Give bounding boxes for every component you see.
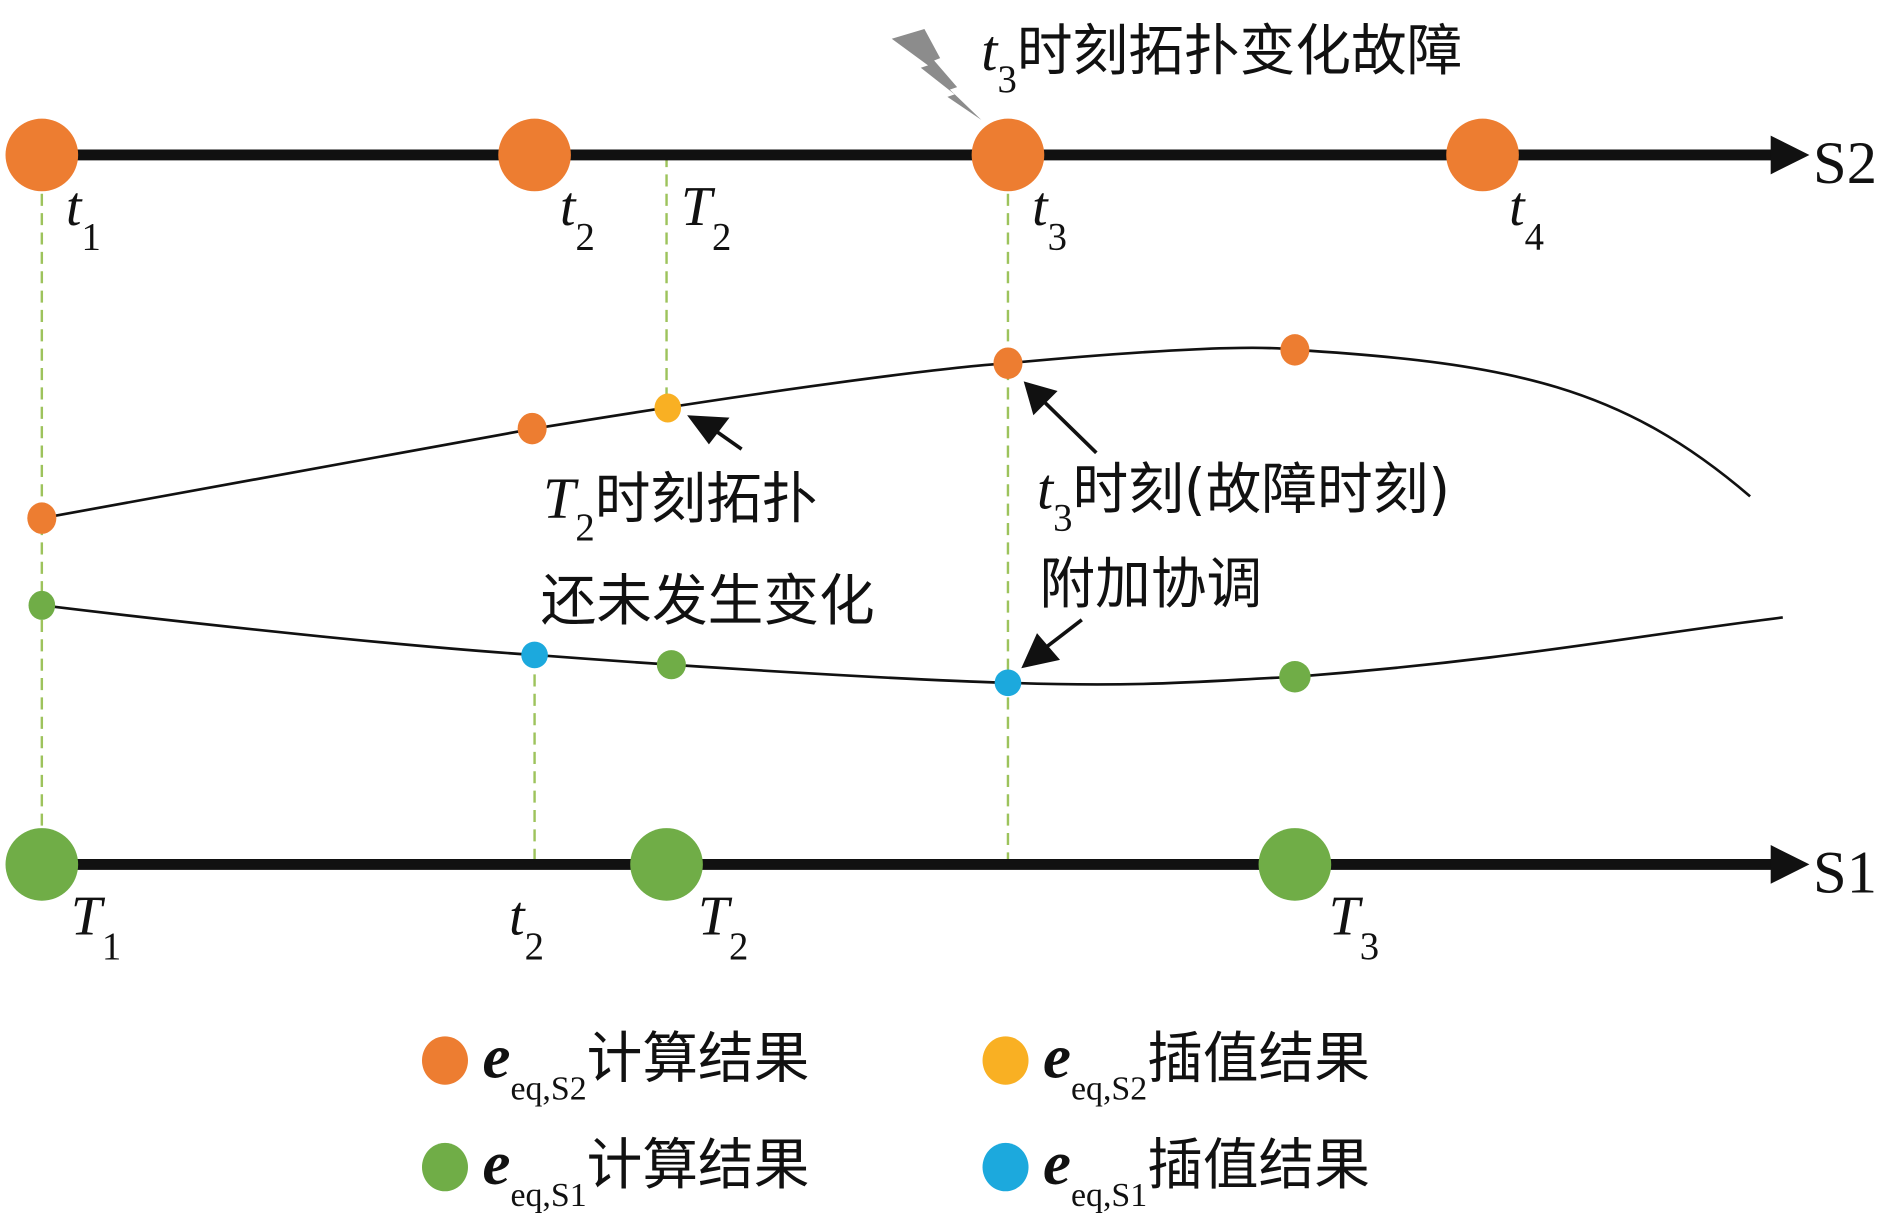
svg-text:eeq,S1插值结果: eeq,S1插值结果: [1043, 1128, 1370, 1214]
axis-s1-arrow: [1770, 845, 1810, 884]
legend-swatch: [421, 1142, 468, 1192]
axis-s2: S2: [41, 130, 1877, 197]
legend-item: eeq,S1插值结果: [982, 1128, 1370, 1214]
node-s1-T1: [5, 828, 79, 901]
svg-text:eeq,S2插值结果: eeq,S2插值结果: [1043, 1022, 1370, 1108]
node-s2-t4: [1446, 118, 1519, 192]
s1-tick-labels: T1 t2 T2 T3: [71, 886, 1379, 968]
tick-s2-3: t3: [1032, 176, 1067, 258]
point-s1-calc-T1: [28, 590, 56, 620]
tick-s2-4: t4: [1509, 176, 1544, 258]
tick-s1-0: T1: [71, 886, 121, 968]
point-s1-interp-t3: [994, 669, 1022, 697]
arrow-t3-s2: [1023, 381, 1058, 416]
annotation-t3-line2: 附加协调: [1039, 552, 1262, 617]
annotation-T2-line2: 还未发生变化: [541, 569, 875, 634]
s1-nodes: [5, 828, 1332, 901]
svg-text:eeq,S1计算结果: eeq,S1计算结果: [483, 1128, 810, 1214]
s2-tick-labels: t1 t2 T2 t3 t4: [66, 176, 1544, 258]
lightning-bolt-icon: [891, 29, 982, 120]
point-s1-calc-T3: [1279, 661, 1311, 693]
annotation-arrows: [687, 381, 1098, 669]
legend-item: eeq,S1计算结果: [421, 1128, 810, 1214]
legend-swatch: [421, 1036, 468, 1085]
arrow-T2: [687, 415, 730, 445]
point-s2-calc-t3: [993, 347, 1023, 379]
axis-s1-label: S1: [1813, 839, 1877, 906]
legend: eeq,S2计算结果 eeq,S2插值结果 eeq,S1计算结果 eeq,S1插…: [421, 1022, 1370, 1214]
s2-nodes: [5, 118, 1519, 192]
fault-title: t3时刻拓扑变化故障: [981, 18, 1462, 101]
tick-s1-3: T3: [1329, 886, 1379, 968]
node-s1-T3: [1258, 828, 1332, 901]
axis-s2-arrow: [1770, 135, 1810, 175]
node-s2-t3: [971, 118, 1045, 192]
curve-s2: [41, 346, 1751, 520]
point-s2-calc-t2: [517, 412, 547, 445]
tick-s2-2: T2: [681, 176, 731, 258]
arrow-t3-s1: [1021, 633, 1061, 669]
axis-s1: S1: [41, 839, 1877, 906]
node-s2-t1: [5, 118, 79, 192]
tick-s2-0: t1: [66, 176, 101, 258]
node-s1-T2: [630, 828, 703, 901]
curve-s1: [41, 604, 1783, 686]
legend-swatch: [982, 1142, 1029, 1192]
point-s2-calc-t4: [1280, 334, 1310, 366]
legend-item: eeq,S2计算结果: [421, 1022, 810, 1108]
annotation-T2-line1: T2时刻拓扑: [543, 466, 817, 549]
curve-points: [27, 334, 1311, 697]
annotation-t3-line1: t3时刻(故障时刻): [1037, 456, 1450, 539]
tick-s1-1: t2: [509, 886, 544, 968]
tick-s2-1: t2: [560, 176, 595, 258]
guide-lines: [40, 154, 1010, 865]
legend-swatch: [982, 1036, 1029, 1085]
tick-s1-2: T2: [698, 886, 748, 968]
point-s2-interp-T2: [654, 393, 682, 423]
node-s2-t2: [498, 118, 571, 192]
point-s1-interp-t2: [521, 641, 548, 669]
point-s2-calc-t1: [27, 502, 57, 534]
point-s1-calc-T2: [656, 650, 686, 680]
legend-item: eeq,S2插值结果: [982, 1022, 1370, 1108]
axis-s2-label: S2: [1813, 130, 1877, 197]
svg-text:eeq,S2计算结果: eeq,S2计算结果: [483, 1022, 810, 1108]
